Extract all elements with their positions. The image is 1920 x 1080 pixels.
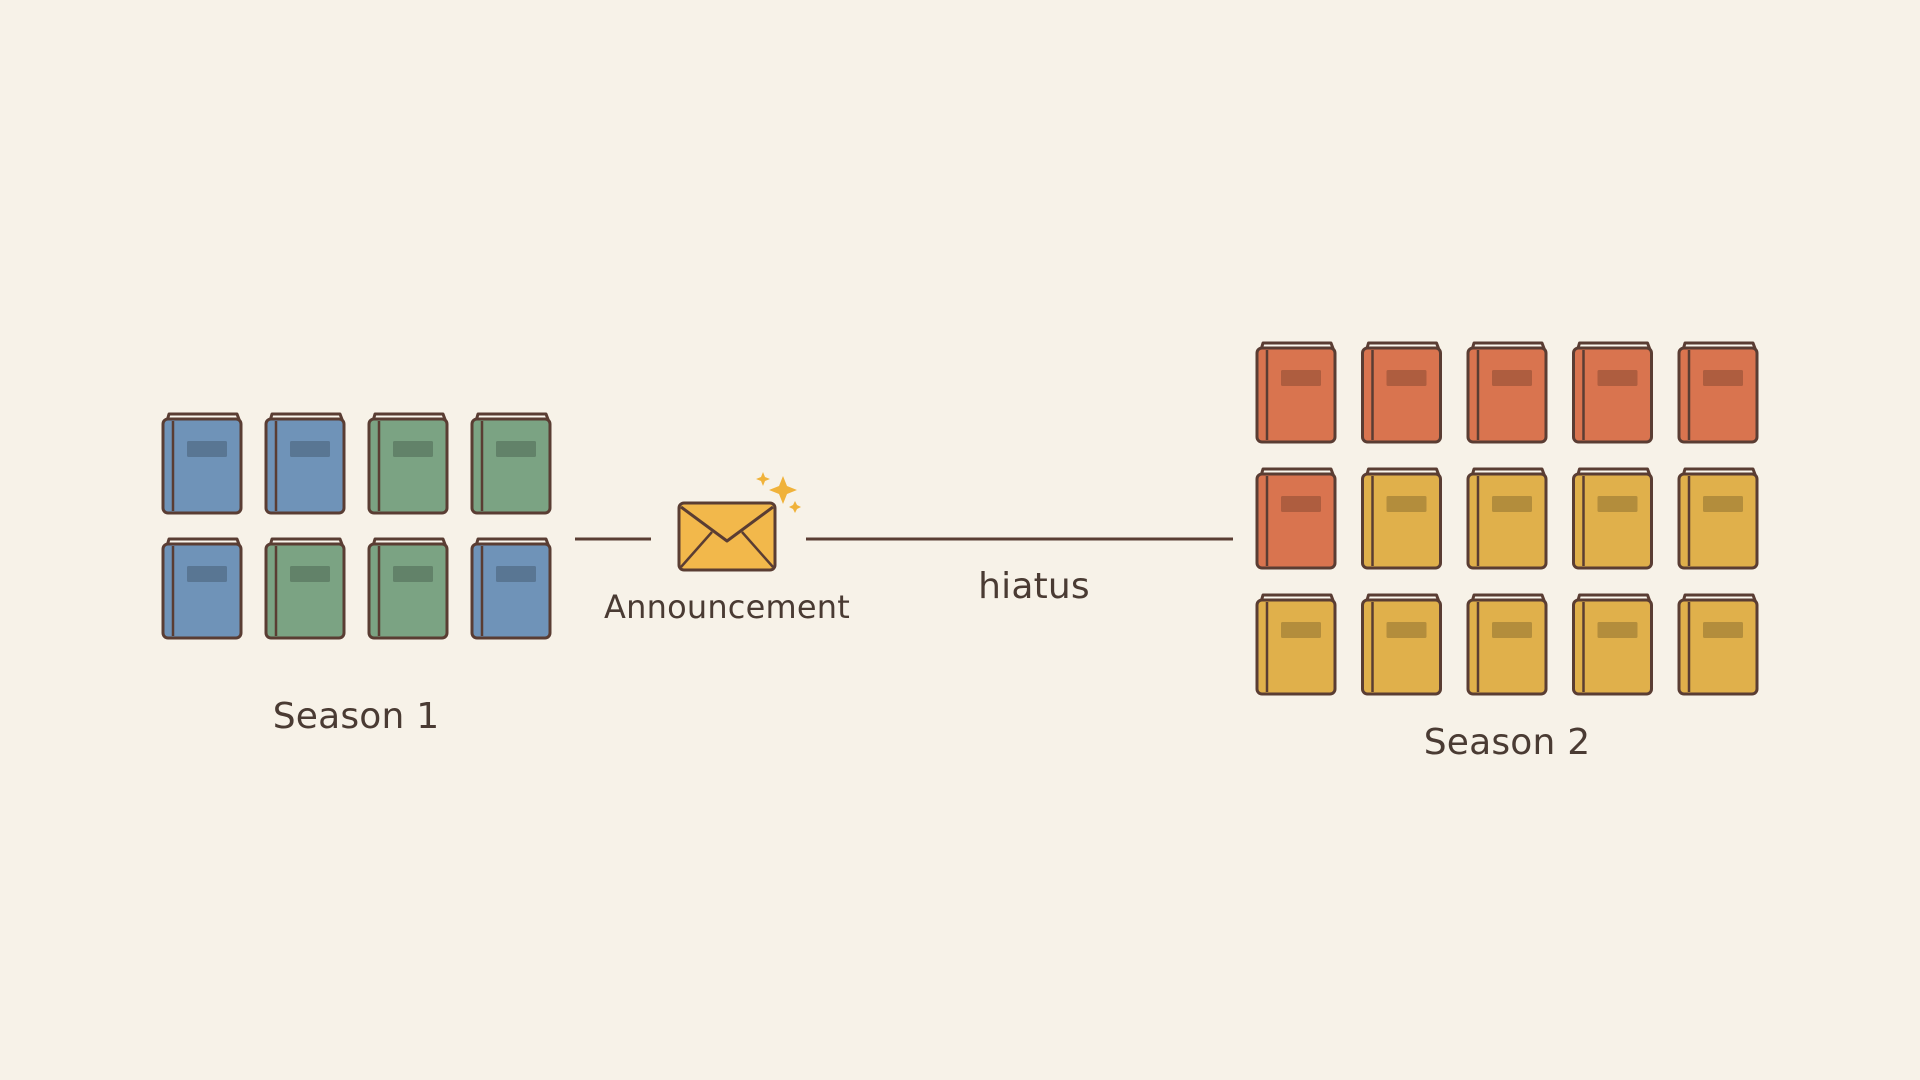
book-icon [1361, 593, 1442, 696]
book-icon [264, 537, 346, 640]
book-icon [470, 537, 552, 640]
book-icon [1361, 341, 1442, 444]
season-1-book-grid [161, 412, 552, 640]
book-icon [1572, 467, 1653, 570]
book-icon [1572, 593, 1653, 696]
book-icon [367, 412, 449, 515]
book-icon [161, 412, 243, 515]
sparkle-icon [756, 472, 801, 513]
announcement-label: Announcement [604, 588, 850, 626]
season-1-label: Season 1 [272, 696, 440, 737]
season-2-label: Season 2 [1423, 722, 1591, 763]
book-icon [1466, 341, 1548, 444]
book-icon [1572, 341, 1653, 444]
book-icon [1255, 593, 1337, 696]
book-icon [161, 537, 243, 640]
book-icon [367, 537, 449, 640]
season-2-book-grid [1255, 341, 1759, 696]
book-icon [470, 412, 552, 515]
book-icon [1677, 341, 1759, 444]
book-icon [1677, 593, 1759, 696]
book-icon [264, 412, 346, 515]
book-icon [1466, 593, 1548, 696]
hiatus-label: hiatus [978, 566, 1090, 607]
book-icon [1255, 341, 1337, 444]
book-icon [1466, 467, 1548, 570]
book-icon [1361, 467, 1442, 570]
book-icon [1677, 467, 1759, 570]
book-icon [1255, 467, 1337, 570]
envelope-icon [677, 501, 777, 572]
